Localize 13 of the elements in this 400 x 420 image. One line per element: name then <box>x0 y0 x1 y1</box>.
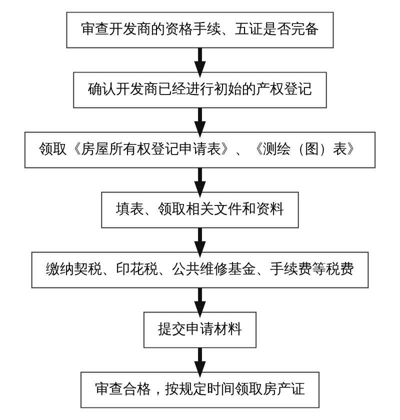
node-box: 领取《房屋所有权登记申请表》、《测绘（图）表》 <box>24 132 376 168</box>
node-box: 缴纳契税、印花税、公共维修基金、手续费等税费 <box>31 252 369 288</box>
arrow <box>194 168 206 198</box>
arrow <box>194 348 206 378</box>
node-box: 审查开发商的资格手续、五证是否完备 <box>66 12 334 48</box>
node-box: 提交申请材料 <box>143 312 257 348</box>
arrow <box>194 48 206 78</box>
node-box: 审查合格，按规定时间领取房产证 <box>80 372 320 408</box>
node-box: 填表、领取相关文件和资料 <box>101 192 299 228</box>
node-box: 确认开发商已经进行初始的产权登记 <box>73 72 327 108</box>
arrow <box>194 288 206 318</box>
arrow <box>194 108 206 138</box>
arrow <box>194 228 206 258</box>
